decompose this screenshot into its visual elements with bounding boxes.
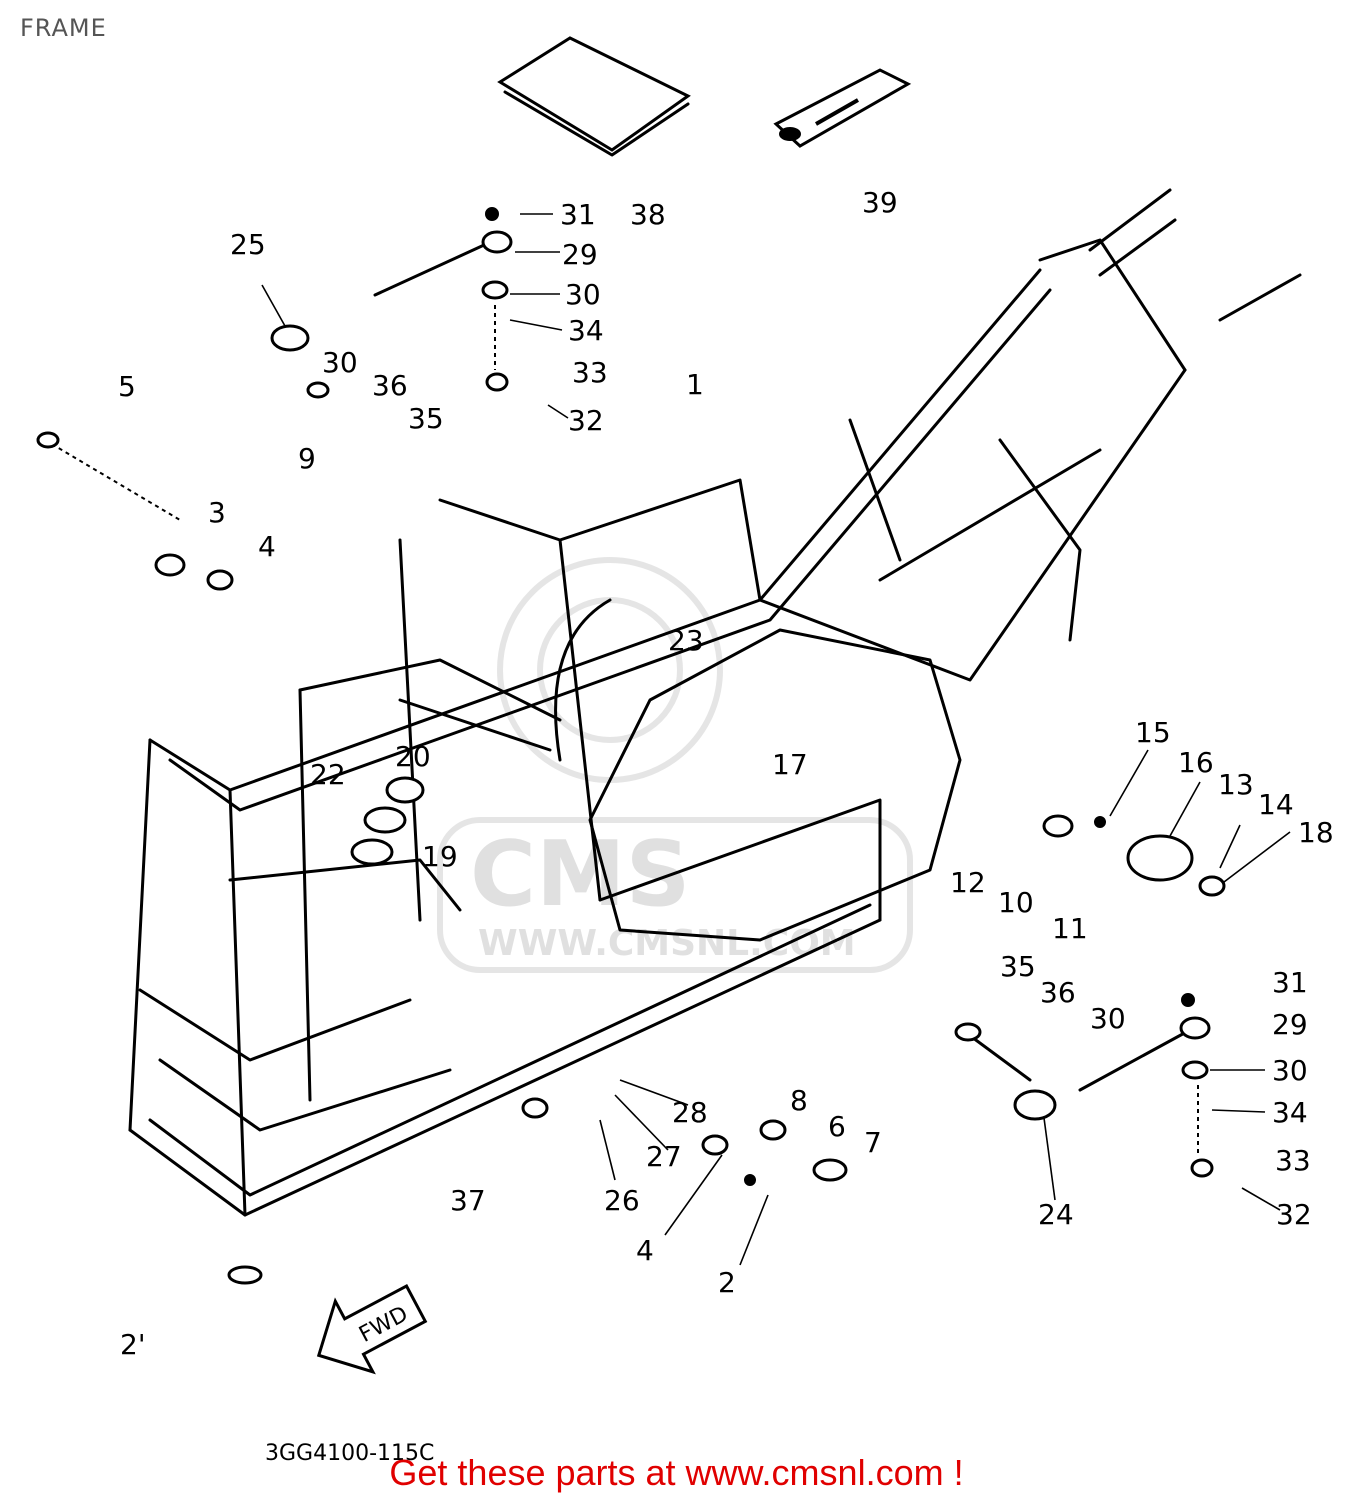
- seat-pad-part: [497, 36, 691, 157]
- callout-31: 31: [560, 198, 596, 231]
- callout-34: 34: [1272, 1096, 1308, 1129]
- callout-7: 7: [864, 1126, 882, 1159]
- callout-23: 23: [668, 624, 704, 657]
- callout-24: 24: [1038, 1198, 1074, 1231]
- callout-32: 32: [1276, 1198, 1312, 1231]
- callout-1: 1: [686, 368, 704, 401]
- callout-9: 9: [298, 442, 316, 475]
- callout-30: 30: [1090, 1002, 1126, 1035]
- callout-22: 22: [310, 758, 346, 791]
- callout-27: 27: [646, 1140, 682, 1173]
- callout-6: 6: [828, 1110, 846, 1143]
- callout-4: 4: [258, 530, 276, 563]
- footer-link[interactable]: Get these parts at www.cmsnl.com !: [389, 1452, 964, 1493]
- callout-30: 30: [322, 346, 358, 379]
- page-title: FRAME: [20, 14, 107, 42]
- bracket-part-39: [773, 68, 912, 148]
- callout-16: 16: [1178, 746, 1214, 779]
- callout-3: 3: [208, 496, 226, 529]
- drawing-number: 3GG4100-115C: [265, 1441, 434, 1466]
- callout-14: 14: [1258, 788, 1294, 821]
- callout-30: 30: [1272, 1054, 1308, 1087]
- callout-2: 2: [718, 1266, 736, 1299]
- callout-25: 25: [230, 228, 266, 261]
- callout-34: 34: [568, 314, 604, 347]
- callout-36: 36: [372, 369, 408, 402]
- callout-33: 33: [572, 356, 608, 389]
- callout-20: 20: [395, 740, 431, 773]
- callout-13: 13: [1218, 768, 1254, 801]
- callout-36: 36: [1040, 976, 1076, 1009]
- callout-labels: 31 38 39 25 29 30 34 30 33 5 36 1 35 32 …: [118, 186, 1334, 1361]
- callout-29: 29: [562, 238, 598, 271]
- callout-17: 17: [772, 748, 808, 781]
- callout-21: 2': [120, 1328, 146, 1361]
- hardware-parts: [36, 207, 1226, 1285]
- callout-29: 29: [1272, 1008, 1308, 1041]
- callout-38: 38: [630, 198, 666, 231]
- callout-33: 33: [1275, 1144, 1311, 1177]
- callout-39: 39: [862, 186, 898, 219]
- callout-18: 18: [1298, 816, 1334, 849]
- leader-lines: [261, 213, 1291, 1266]
- callout-11: 11: [1052, 912, 1088, 945]
- callout-10: 10: [998, 886, 1034, 919]
- callout-8: 8: [790, 1084, 808, 1117]
- callout-35: 35: [1000, 950, 1036, 983]
- callout-5: 5: [118, 370, 136, 403]
- svg-text:CMS: CMS: [470, 822, 690, 927]
- main-frame: [128, 188, 1302, 1217]
- callout-30: 30: [565, 278, 601, 311]
- callout-4: 4: [636, 1234, 654, 1267]
- callout-35: 35: [408, 402, 444, 435]
- callout-28: 28: [672, 1096, 708, 1129]
- callout-37: 37: [450, 1184, 486, 1217]
- callout-19: 19: [422, 840, 458, 873]
- fwd-arrow: FWD: [316, 1283, 428, 1375]
- callout-32: 32: [568, 404, 604, 437]
- callout-26: 26: [604, 1184, 640, 1217]
- callout-31: 31: [1272, 966, 1308, 999]
- svg-text:WWW.CMSNL.COM: WWW.CMSNL.COM: [478, 923, 856, 964]
- callout-15: 15: [1135, 716, 1171, 749]
- callout-12: 12: [950, 866, 986, 899]
